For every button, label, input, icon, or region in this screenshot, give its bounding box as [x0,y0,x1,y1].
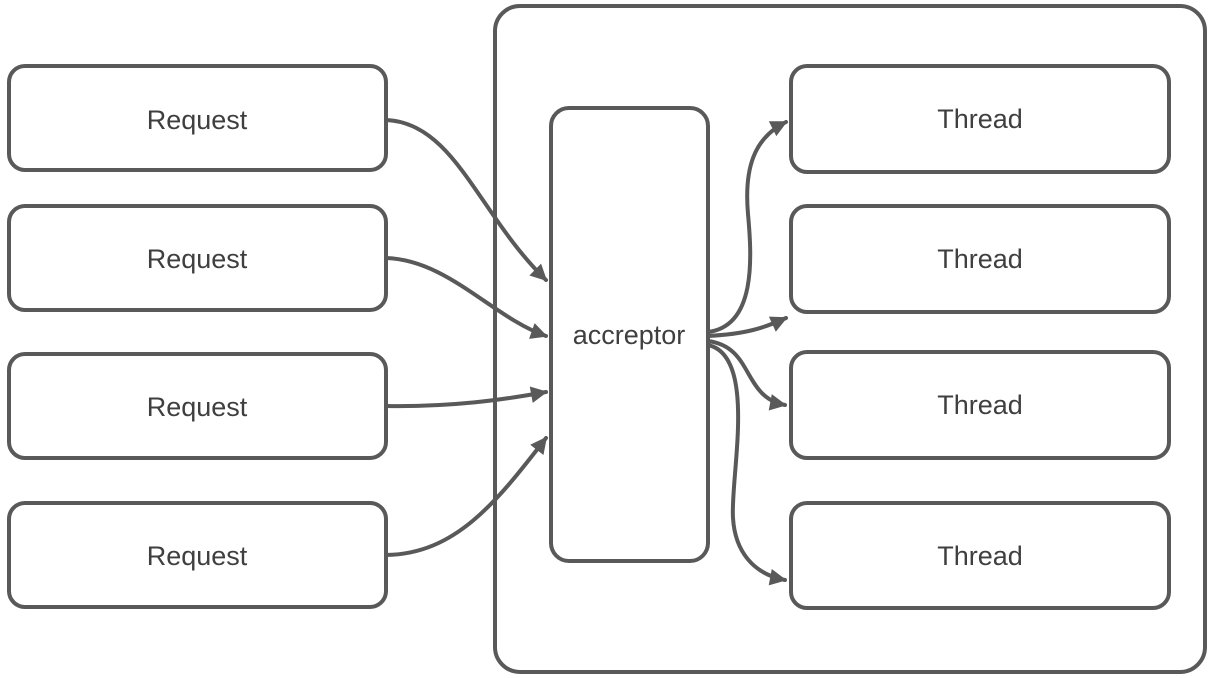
thread-node-4: Thread [789,501,1171,610]
edge-acceptor-to-thread-3 [706,339,787,411]
edge-request-3-to-acceptor [384,386,548,409]
acceptor-label: accreptor [573,320,686,350]
edge-acceptor-to-thread-1 [706,120,788,334]
thread-label: Thread [937,390,1023,420]
thread-label: Thread [937,244,1023,274]
edge-request-1-to-acceptor [384,118,548,282]
request-label: Request [147,105,248,135]
request-node-1: Request [7,64,388,172]
thread-node-2: Thread [789,204,1171,314]
thread-box [789,350,1171,460]
edge-acceptor-to-thread-2 [706,316,788,338]
thread-label: Thread [937,541,1023,571]
thread-box [789,204,1171,314]
server-container-box [493,4,1207,674]
edge-request-2-to-acceptor [384,256,548,339]
request-node-3: Request [7,352,388,460]
edge-acceptor-to-thread-4 [706,343,787,586]
request-label: Request [147,541,248,571]
request-label: Request [147,392,248,422]
request-node-4: Request [7,501,388,609]
thread-box [789,501,1171,610]
thread-label: Thread [937,104,1023,134]
thread-node-3: Thread [789,350,1171,460]
request-label: Request [147,244,248,274]
edge-request-4-to-acceptor [384,436,548,557]
thread-box [789,64,1171,174]
thread-node-1: Thread [789,64,1171,174]
request-node-2: Request [7,204,388,312]
acceptor-node: accreptor [549,106,710,563]
